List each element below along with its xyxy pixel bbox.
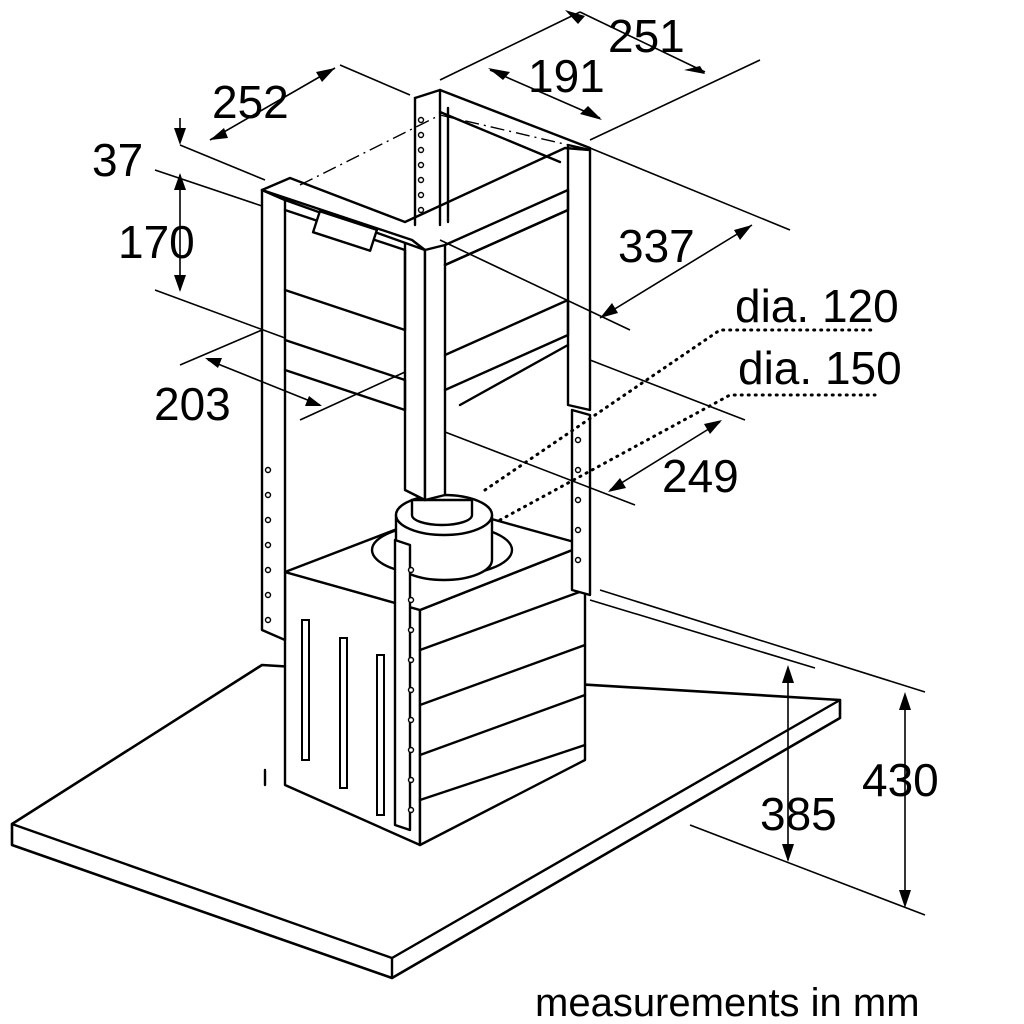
dim-191-label: 191 xyxy=(528,50,605,102)
dim-385-label: 385 xyxy=(760,788,837,840)
dim-252-label: 252 xyxy=(212,76,289,128)
vent-slot xyxy=(339,637,348,789)
dim-37-label: 37 xyxy=(92,134,143,186)
chimney-frame xyxy=(260,88,592,832)
dia-120-label: dia. 120 xyxy=(735,280,899,332)
vent-slot xyxy=(376,654,385,816)
dim-251-label: 251 xyxy=(608,10,685,62)
dim-430-label: 430 xyxy=(862,754,939,806)
dim-249-label: 249 xyxy=(662,450,739,502)
dimension-labels: 251 191 252 37 170 337 dia. 120 dia. 150… xyxy=(92,10,939,840)
duct-connector xyxy=(370,493,514,582)
vent-slot xyxy=(301,619,310,761)
dia-150-label: dia. 150 xyxy=(738,342,902,394)
dim-170-label: 170 xyxy=(118,216,195,268)
dim-337-label: 337 xyxy=(618,220,695,272)
dim-203-label: 203 xyxy=(154,378,231,430)
mounting-holes xyxy=(264,116,582,814)
dimension-lines xyxy=(154,10,926,916)
units-caption: measurements in mm xyxy=(535,981,920,1024)
